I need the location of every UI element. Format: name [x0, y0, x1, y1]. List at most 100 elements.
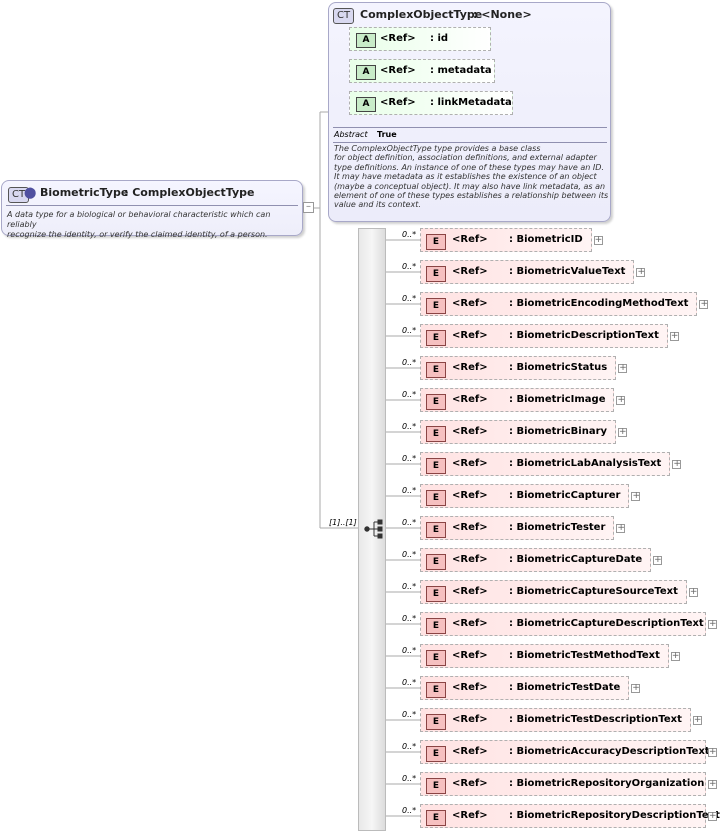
element-cardinality: 0..* — [402, 582, 417, 591]
element-cardinality: 0..* — [402, 294, 417, 303]
attribute-icon: A — [356, 97, 376, 112]
element-ref: <Ref> — [452, 362, 488, 373]
element-cardinality: 0..* — [402, 358, 417, 367]
element-row[interactable]: E<Ref>: BiometricTestDate — [420, 676, 630, 700]
element-row[interactable]: E<Ref>: BiometricEncodingMethodText — [420, 292, 698, 316]
attribute-icon: A — [356, 65, 376, 80]
element-name: : BiometricLabAnalysisText — [509, 458, 662, 469]
element-row[interactable]: E <Ref> : BiometricCapturer — [420, 484, 630, 508]
attribute-id[interactable]: A <Ref> : id — [349, 27, 491, 51]
element-row[interactable]: E<Ref>: BiometricRepositoryOrganization — [420, 772, 706, 796]
element-row[interactable]: E<Ref>: BiometricCaptureDescriptionText — [420, 612, 706, 636]
element-icon: E — [426, 618, 446, 634]
attribute-ref: <Ref> — [380, 97, 416, 108]
element-name: : BiometricValueText — [509, 266, 626, 277]
expand-icon[interactable]: + — [653, 555, 663, 565]
expand-icon[interactable]: + — [593, 235, 603, 245]
element-row[interactable]: E<Ref>: BiometricBinary — [420, 420, 617, 444]
base-type-documentation: The ComplexObjectType type provides a ba… — [334, 144, 609, 210]
attribute-name: : id — [430, 33, 449, 44]
element-row[interactable]: E<Ref>: BiometricRepositoryDescriptionTe… — [420, 804, 720, 828]
attribute-ref: <Ref> — [380, 65, 416, 76]
expand-icon[interactable]: + — [670, 651, 680, 661]
expand-icon[interactable]: + — [616, 523, 626, 533]
element-cardinality: 0..* — [402, 486, 417, 495]
expand-icon[interactable]: + — [692, 715, 702, 725]
element-ref: <Ref> — [452, 714, 488, 725]
expand-icon[interactable]: + — [616, 395, 626, 405]
element-cardinality: 0..* — [402, 390, 417, 399]
element-row[interactable]: E<Ref>: BiometricLabAnalysisText — [420, 452, 671, 476]
base-type-base: : <None> — [473, 8, 532, 21]
element-row[interactable]: E<Ref>: BiometricValueText — [420, 260, 635, 284]
element-icon: E — [426, 394, 446, 410]
complex-type-icon: CT — [8, 187, 30, 203]
element-icon: E — [426, 554, 446, 570]
element-icon: E — [426, 330, 446, 346]
element-cardinality: 0..* — [402, 774, 417, 783]
biometric-type-box[interactable]: CT ⬤ BiometricType : ComplexObjectType A… — [1, 180, 303, 239]
abstract-label: Abstract — [334, 130, 368, 139]
element-row[interactable]: E<Ref>: BiometricTester — [420, 516, 615, 540]
element-cardinality: 0..* — [402, 518, 417, 527]
element-ref: <Ref> — [452, 650, 488, 661]
element-ref: <Ref> — [452, 490, 488, 501]
element-row[interactable]: E<Ref>: BiometricCaptureSourceText — [420, 580, 687, 604]
element-row[interactable]: E<Ref>: BiometricAccuracyDescriptionText — [420, 740, 710, 764]
element-row[interactable]: E<Ref>: BiometricDescriptionText — [420, 324, 668, 348]
element-icon: E — [426, 778, 446, 794]
complex-object-type-box[interactable]: CT ComplexObjectType : <None> A <Ref> : … — [328, 2, 611, 222]
element-cardinality: 0..* — [402, 710, 417, 719]
complex-type-glyph-icon: ⬤ — [24, 186, 37, 199]
expand-icon[interactable]: + — [636, 267, 646, 277]
element-row[interactable]: E<Ref>: BiometricID — [420, 228, 592, 252]
element-row[interactable]: E<Ref>: BiometricCaptureDate — [420, 548, 652, 572]
expand-icon[interactable]: + — [699, 299, 709, 309]
expand-icon[interactable]: + — [708, 811, 717, 821]
expand-icon[interactable]: + — [618, 427, 628, 437]
element-icon: E — [426, 266, 446, 282]
element-cardinality: 0..* — [402, 678, 417, 687]
attribute-metadata[interactable]: A <Ref> : metadata — [349, 59, 495, 83]
element-name: : BiometricStatus — [509, 362, 608, 373]
element-ref: <Ref> — [452, 298, 488, 309]
element-name: : BiometricAccuracyDescriptionText — [509, 746, 710, 757]
expand-icon[interactable]: + — [688, 587, 698, 597]
element-icon: E — [426, 490, 446, 506]
element-name: : BiometricCapturer — [509, 490, 621, 501]
expand-icon[interactable]: + — [708, 747, 717, 757]
element-icon: E — [426, 522, 446, 538]
element-ref: <Ref> — [452, 394, 488, 405]
attribute-link-metadata[interactable]: A <Ref> : linkMetadata — [349, 91, 513, 115]
element-cardinality: 0..* — [402, 806, 417, 815]
element-row[interactable]: E<Ref>: BiometricTestMethodText — [420, 644, 669, 668]
attribute-ref: <Ref> — [380, 33, 416, 44]
expand-icon[interactable]: + — [631, 683, 641, 693]
attribute-name: : metadata — [430, 65, 492, 76]
attribute-name: : linkMetadata — [430, 97, 512, 108]
expand-icon[interactable]: + — [618, 363, 628, 373]
element-icon: E — [426, 650, 446, 666]
element-ref: <Ref> — [452, 618, 488, 629]
expand-icon[interactable]: + — [631, 491, 641, 501]
element-icon: E — [426, 810, 446, 826]
element-row[interactable]: E<Ref>: BiometricTestDescriptionText — [420, 708, 691, 732]
sequence-icon — [364, 519, 383, 539]
element-name: : BiometricTester — [509, 522, 606, 533]
element-cardinality: 0..* — [402, 550, 417, 559]
expand-icon[interactable]: + — [669, 331, 679, 341]
element-name: : BiometricRepositoryOrganization — [509, 778, 705, 789]
type-base: : ComplexObjectType — [124, 186, 255, 199]
element-row[interactable]: E<Ref>: BiometricStatus — [420, 356, 617, 380]
collapse-icon[interactable]: – — [303, 202, 314, 213]
expand-icon[interactable]: + — [708, 779, 717, 789]
element-icon: E — [426, 298, 446, 314]
element-icon: E — [426, 746, 446, 762]
element-row[interactable]: E<Ref>: BiometricImage — [420, 388, 615, 412]
expand-icon[interactable]: + — [708, 619, 717, 629]
element-cardinality: 0..* — [402, 326, 417, 335]
expand-icon[interactable]: + — [672, 459, 682, 469]
element-cardinality: 0..* — [402, 422, 417, 431]
element-name: : BiometricTestDescriptionText — [509, 714, 682, 725]
